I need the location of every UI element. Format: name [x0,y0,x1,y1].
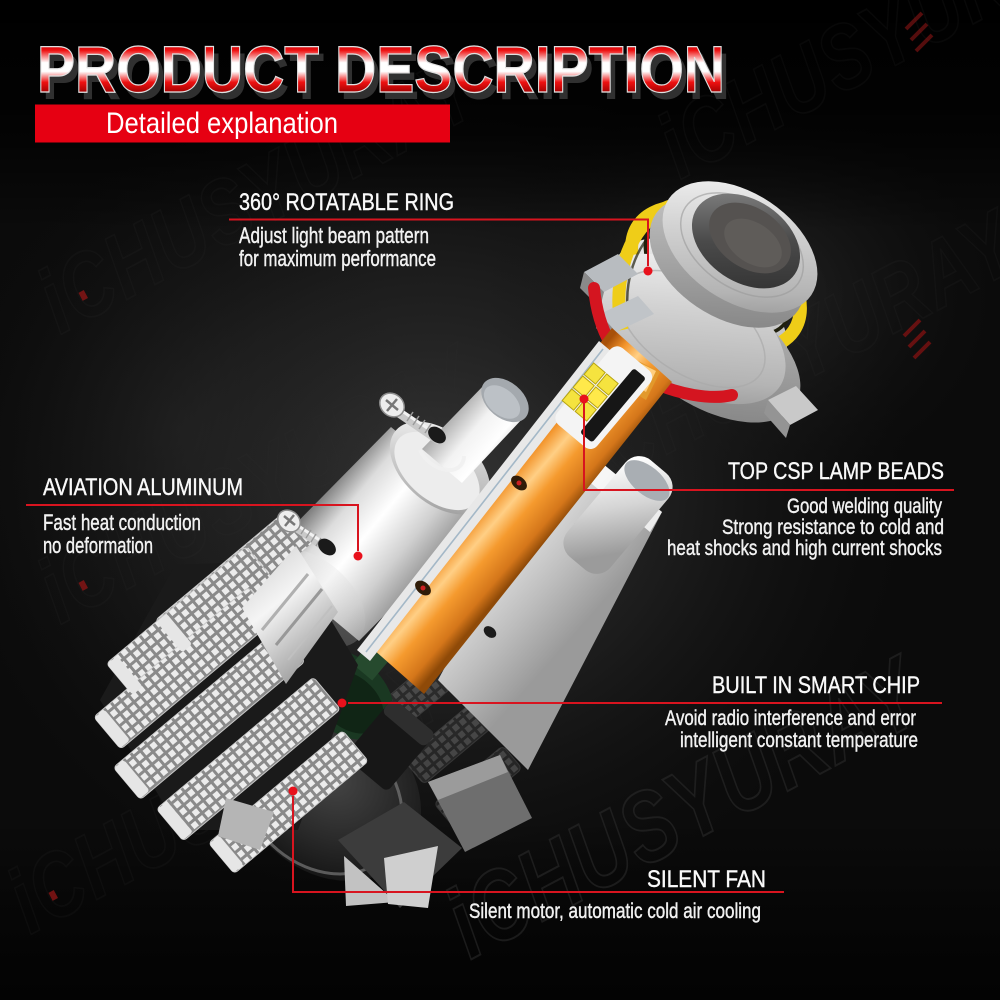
svg-text:Fast heat conduction: Fast heat conduction [43,510,201,535]
svg-text:SILENT FAN: SILENT FAN [647,866,766,893]
svg-text:360° ROTATABLE RING: 360° ROTATABLE RING [239,189,454,216]
svg-text:AVIATION ALUMINUM: AVIATION ALUMINUM [43,474,243,501]
svg-text:Silent motor, automatic cold a: Silent motor, automatic cold air cooling [469,900,761,923]
svg-text:Detailed explanation: Detailed explanation [106,107,338,140]
svg-text:Adjust light beam pattern: Adjust light beam pattern [239,223,429,248]
svg-text:Good welding quality: Good welding quality [787,495,942,518]
svg-text:for maximum performance: for maximum performance [239,246,436,271]
svg-text:BUILT IN SMART CHIP: BUILT IN SMART CHIP [712,672,920,699]
svg-text:Strong resistance to cold and: Strong resistance to cold and [722,516,944,539]
svg-text:TOP CSP LAMP BEADS: TOP CSP LAMP BEADS [728,458,944,485]
svg-text:no deformation: no deformation [43,533,153,558]
svg-text:Avoid radio interference and e: Avoid radio interference and error [665,707,916,730]
svg-text:intelligent constant temperatu: intelligent constant temperature [680,729,918,752]
svg-text:PRODUCT DESCRIPTION: PRODUCT DESCRIPTION [42,39,730,113]
svg-text:PRODUCT DESCRIPTION: PRODUCT DESCRIPTION [37,32,725,106]
svg-text:heat shocks and high current s: heat shocks and high current shocks [667,537,942,560]
